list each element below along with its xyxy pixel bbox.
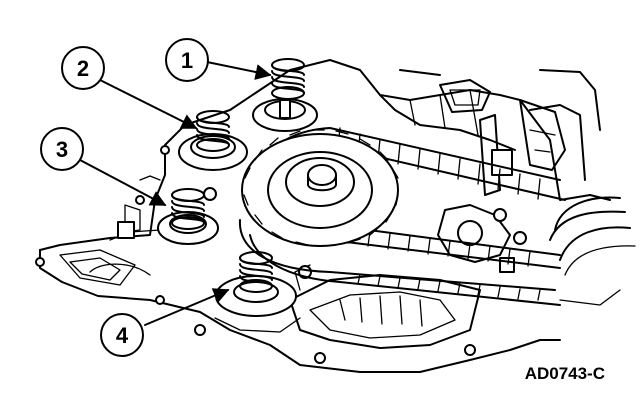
drive-chain xyxy=(238,127,566,306)
callout-1-label: 1 xyxy=(181,48,193,73)
leader-1 xyxy=(206,61,272,80)
callout-3-label: 3 xyxy=(56,137,68,162)
leader-2 xyxy=(99,79,198,129)
callout-4: 4 xyxy=(100,313,144,357)
spring-2 xyxy=(178,110,248,171)
spring-1 xyxy=(252,58,318,132)
leader-lines xyxy=(79,61,272,326)
drive-sprocket xyxy=(241,129,399,247)
leader-3 xyxy=(79,159,167,206)
spring-4 xyxy=(215,251,297,317)
callout-2-label: 2 xyxy=(77,56,89,81)
callout-1: 1 xyxy=(165,38,209,82)
callout-2: 2 xyxy=(61,46,105,90)
leader-4 xyxy=(144,288,230,326)
callout-3: 3 xyxy=(40,127,84,171)
callout-4-label: 4 xyxy=(116,323,129,348)
spring-3 xyxy=(157,187,219,245)
reference-code: AD0743-C xyxy=(525,364,605,383)
